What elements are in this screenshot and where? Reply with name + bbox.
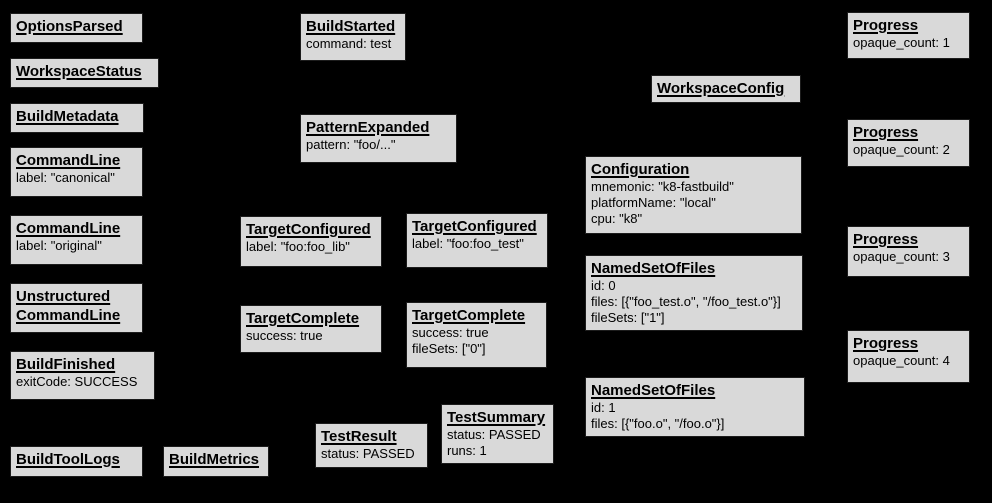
event-node-detail: exitCode: SUCCESS (16, 374, 138, 389)
event-node-detail: opaque_count: 3 (853, 249, 950, 264)
event-node-title: CommandLine (16, 152, 121, 169)
event-node-workspace-status: WorkspaceStatus (10, 58, 159, 88)
event-node-detail: status: PASSED (447, 427, 541, 442)
event-node-title: Configuration (591, 161, 690, 178)
event-node-title: BuildMetrics (169, 451, 260, 468)
event-node-unstructured-command-line: Unstructured CommandLine (10, 283, 143, 333)
event-node-detail: fileSets: ["1"] (591, 310, 665, 325)
event-node-detail: label: "canonical" (16, 170, 115, 185)
event-node-detail: status: PASSED (321, 446, 415, 461)
event-node-title: Progress (853, 335, 919, 352)
event-node-detail: id: 0 (591, 278, 616, 293)
event-node-title: TargetConfigured (246, 221, 371, 238)
event-node-title: BuildStarted (306, 18, 396, 35)
event-node-detail: platformName: "local" (591, 195, 716, 210)
event-node-detail: opaque_count: 1 (853, 35, 950, 50)
event-node-title: NamedSetOfFiles (591, 382, 716, 399)
event-node-build-metadata: BuildMetadata (10, 103, 144, 133)
event-node-build-tool-logs: BuildToolLogs (10, 446, 143, 477)
event-node-title: BuildToolLogs (16, 451, 120, 468)
event-node-title: BuildFinished (16, 356, 116, 373)
event-node-detail: files: [{"foo_test.o", "/foo_test.o"}] (591, 294, 781, 309)
event-node-detail: fileSets: ["0"] (412, 341, 486, 356)
event-node-detail: label: "original" (16, 238, 102, 253)
event-node-detail: opaque_count: 4 (853, 353, 950, 368)
event-node-detail: label: "foo:foo_test" (412, 236, 524, 251)
event-node-title: Progress (853, 231, 919, 248)
event-node-detail: label: "foo:foo_lib" (246, 239, 350, 254)
event-node-title: OptionsParsed (16, 18, 123, 35)
event-node-detail: pattern: "foo/..." (306, 137, 396, 152)
event-node-title: Progress (853, 124, 919, 141)
event-node-detail: success: true (246, 328, 323, 343)
event-node-title: NamedSetOfFiles (591, 260, 716, 277)
event-node-detail: command: test (306, 36, 392, 51)
event-node-title: TargetComplete (246, 310, 360, 327)
event-node-detail: files: [{"foo.o", "/foo.o"}] (591, 416, 725, 431)
event-node-title: WorkspaceConfig (657, 80, 785, 97)
event-node-workspace-config: WorkspaceConfig (651, 75, 801, 103)
event-node-title: CommandLine (16, 220, 121, 237)
event-node-detail: runs: 1 (447, 443, 487, 458)
event-node-title: TestResult (321, 428, 397, 445)
event-node-detail: opaque_count: 2 (853, 142, 950, 157)
event-node-title: PatternExpanded (306, 119, 430, 136)
event-node-title: TestSummary (447, 409, 546, 426)
event-node-options-parsed: OptionsParsed (10, 13, 143, 43)
event-node-detail: success: true (412, 325, 489, 340)
event-node-build-metrics: BuildMetrics (163, 446, 269, 477)
event-node-title: WorkspaceStatus (16, 63, 142, 80)
event-node-title: TargetComplete (412, 307, 526, 324)
event-node-detail: mnemonic: "k8-fastbuild" (591, 179, 734, 194)
event-node-title: TargetConfigured (412, 218, 537, 235)
event-node-title: Progress (853, 17, 919, 34)
event-node-detail: cpu: "k8" (591, 211, 643, 226)
event-node-detail: id: 1 (591, 400, 616, 415)
event-node-title: BuildMetadata (16, 108, 119, 125)
event-node-title: Unstructured CommandLine (16, 288, 121, 324)
